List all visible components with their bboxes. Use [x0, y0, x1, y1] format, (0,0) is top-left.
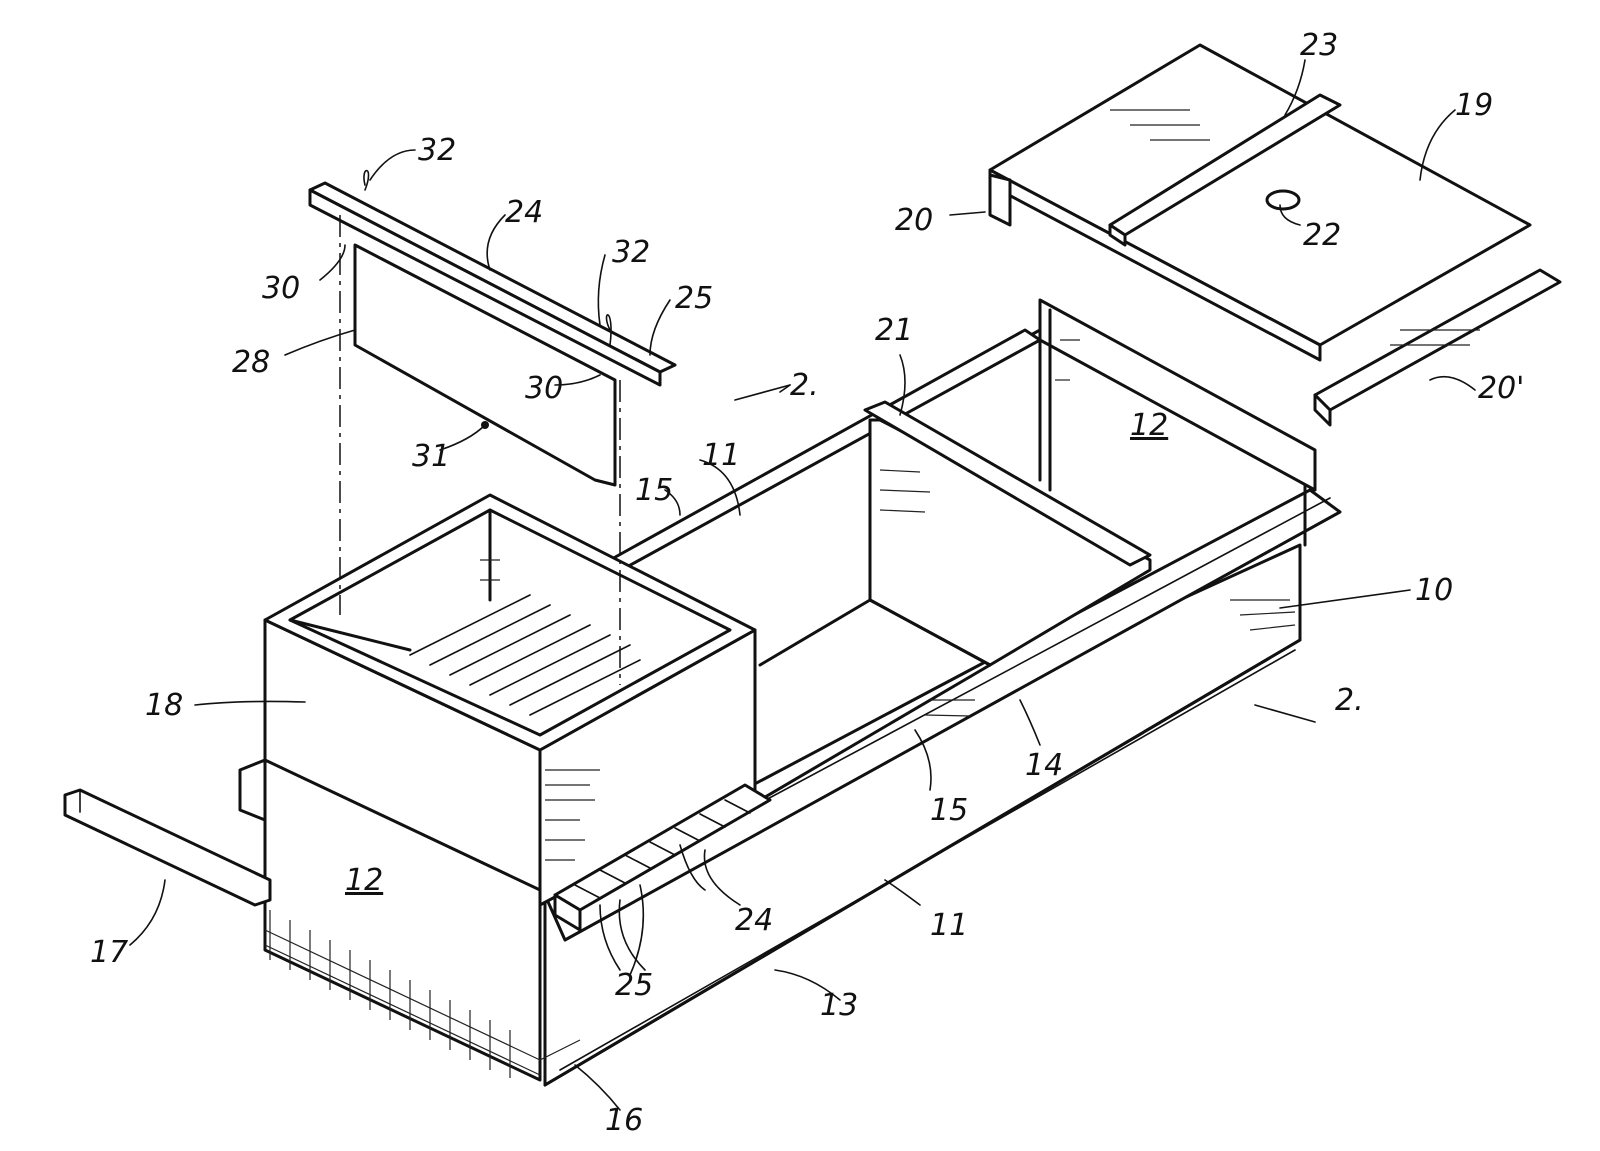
label-30-a: 30	[262, 271, 300, 306]
label-24-front: 24	[735, 903, 773, 938]
cover	[988, 43, 1562, 427]
label-32-a: 32	[418, 133, 456, 168]
label-32-b: 32	[612, 235, 650, 270]
label-20: 20	[895, 203, 933, 238]
label-15-front: 15	[930, 793, 968, 828]
label-18: 18	[145, 688, 183, 723]
label-12-front: 12	[345, 863, 383, 898]
label-25-front: 25	[615, 968, 653, 1003]
reference-labels: 32 24 30 32 25 28 30 31 23 19 20 22 20' …	[90, 28, 1524, 1138]
label-24-top: 24	[505, 195, 543, 230]
label-30-b: 30	[525, 371, 563, 406]
label-14: 14	[1025, 748, 1063, 783]
label-11-front: 11	[930, 908, 968, 943]
frame-detail	[308, 169, 677, 685]
leader-lines	[129, 59, 1476, 1111]
label-31: 31	[412, 439, 450, 474]
label-12-back: 12	[1130, 408, 1168, 443]
label-2-b: 2.	[1335, 683, 1364, 718]
label-16: 16	[605, 1103, 643, 1138]
label-23: 23	[1300, 28, 1338, 63]
label-13: 13	[820, 988, 858, 1023]
label-19: 19	[1455, 88, 1493, 123]
label-11-top: 11	[702, 438, 740, 473]
hive-body	[543, 298, 1342, 1087]
label-15-top: 15	[635, 473, 673, 508]
label-2-a: 2.	[790, 368, 819, 403]
frame-stack	[553, 783, 772, 932]
entrance-strip	[63, 788, 272, 907]
label-20-prime: 20'	[1478, 371, 1524, 406]
label-21: 21	[875, 313, 913, 348]
label-10: 10	[1415, 573, 1453, 608]
label-25-top: 25	[675, 281, 713, 316]
label-17: 17	[90, 935, 128, 970]
front-super	[238, 493, 757, 1082]
label-22: 22	[1303, 218, 1341, 253]
label-28: 28	[232, 345, 270, 380]
